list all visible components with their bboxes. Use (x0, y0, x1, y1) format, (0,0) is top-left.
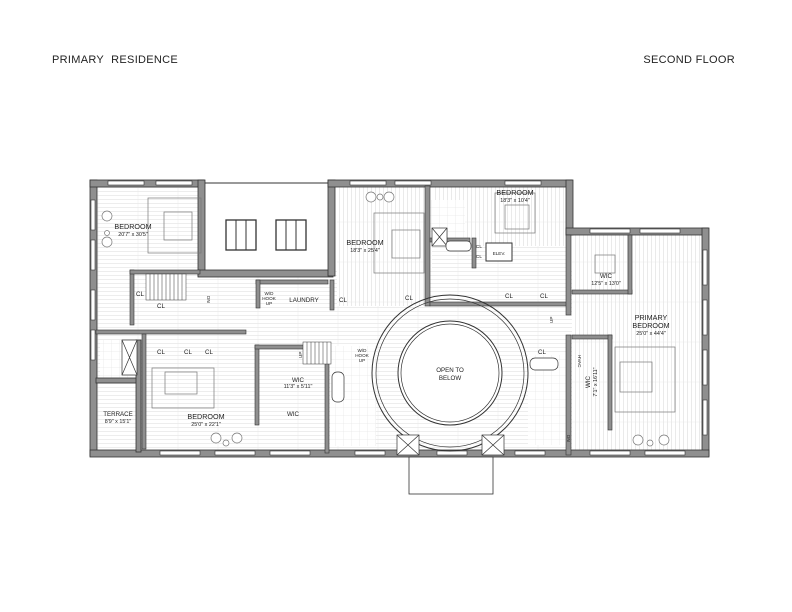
closet-label: CL (538, 349, 546, 356)
svg-text:HOOK: HOOK (262, 296, 276, 301)
closet-label: CL (157, 349, 165, 356)
closet-label: CL (405, 295, 413, 302)
wic-sw-b-name: WIC (287, 411, 300, 418)
stair-labels: DN UP UP DN HVAC (206, 296, 582, 442)
bedroom-sw-dims: 25'0" x 22'1" (191, 422, 221, 428)
wic-primary-upper-name: WIC (600, 273, 613, 280)
courtyard-void (203, 182, 331, 277)
stair-center (302, 341, 332, 365)
laundry-name: LAUNDRY (289, 297, 318, 304)
stair-dn-west: DN (206, 296, 211, 303)
stair-up-center: UP (298, 352, 303, 358)
primary-bedroom-line2: BEDROOM (632, 321, 669, 330)
primary-bedroom-line1: PRIMARY (635, 313, 668, 322)
skylight-1 (225, 219, 257, 251)
closet-label: CL (205, 349, 213, 356)
wic-sw-a-name: WIC (292, 377, 305, 384)
svg-text:UP: UP (266, 301, 272, 306)
balcony (408, 456, 494, 495)
bedroom-nw-dims: 20'7" x 30'5" (118, 232, 148, 238)
primary-bedroom-dims: 25'0" x 44'4" (636, 331, 666, 337)
open-to-below-line2: BELOW (439, 375, 462, 382)
chairs (101, 191, 670, 447)
skylight-2 (275, 219, 307, 251)
closet-label: CL (136, 291, 144, 298)
bedroom-n-dims: 18'3" x 25'4" (350, 248, 380, 254)
wic-sw-a-dims: 11'3" x 5'11" (284, 384, 313, 390)
bedroom-nw-name: BEDROOM (114, 222, 151, 231)
interior-walls (95, 185, 633, 456)
svg-text:W/D: W/D (358, 348, 368, 353)
stair-west (145, 273, 187, 301)
closet-label: CL (540, 293, 548, 300)
bathtubs (331, 240, 559, 403)
open-to-below-line1: OPEN TO (436, 367, 464, 374)
closet-label: CL (505, 293, 513, 300)
elevator (485, 242, 513, 262)
open-to-below: OPEN TO BELOW (371, 294, 529, 452)
windows (90, 180, 708, 456)
wd-hookup-north: W/D HOOK UP (262, 291, 276, 306)
elevator-label: ELEV. (493, 251, 506, 256)
room-labels: BEDROOM 20'7" x 30'5" BEDROOM 18'3" x 25… (103, 188, 669, 428)
closet-label: CL (184, 349, 192, 356)
furniture (147, 192, 676, 413)
closet-label: CL (476, 244, 482, 249)
hvac-label: HVAC (577, 355, 582, 368)
closet-label: CL (476, 254, 482, 259)
floor-title: SECOND FLOOR (643, 54, 735, 66)
closet-label: CL (339, 297, 347, 304)
bedroom-ne-dims: 18'3" x 10'4" (500, 198, 530, 204)
svg-text:HOOK: HOOK (355, 353, 369, 358)
bedroom-ne-name: BEDROOM (496, 188, 533, 197)
project-title: PRIMARY RESIDENCE (52, 54, 179, 66)
wd-hookup-center: W/D HOOK UP (355, 348, 369, 363)
svg-text:UP: UP (359, 358, 365, 363)
showers (121, 227, 505, 456)
closet-labels: CL CL CL CL CL CL CL CL CL CL CL CL (136, 244, 548, 356)
stair-dn-east: DN (566, 435, 571, 442)
terrace-name: TERRACE (103, 411, 133, 418)
terrace-dims: 8'9" x 15'1" (105, 419, 132, 425)
closet-label: CL (157, 303, 165, 310)
stair-up-east: UP (549, 317, 554, 323)
bedroom-n-name: BEDROOM (346, 238, 383, 247)
svg-text:W/D: W/D (265, 291, 275, 296)
wic-primary-side-dims: 7'1" x 16'11" (593, 367, 599, 396)
wic-primary-side-name: WIC (585, 375, 592, 388)
wic-primary-upper-dims: 12'5" x 13'0" (591, 281, 621, 287)
bedroom-sw-name: BEDROOM (187, 412, 224, 421)
